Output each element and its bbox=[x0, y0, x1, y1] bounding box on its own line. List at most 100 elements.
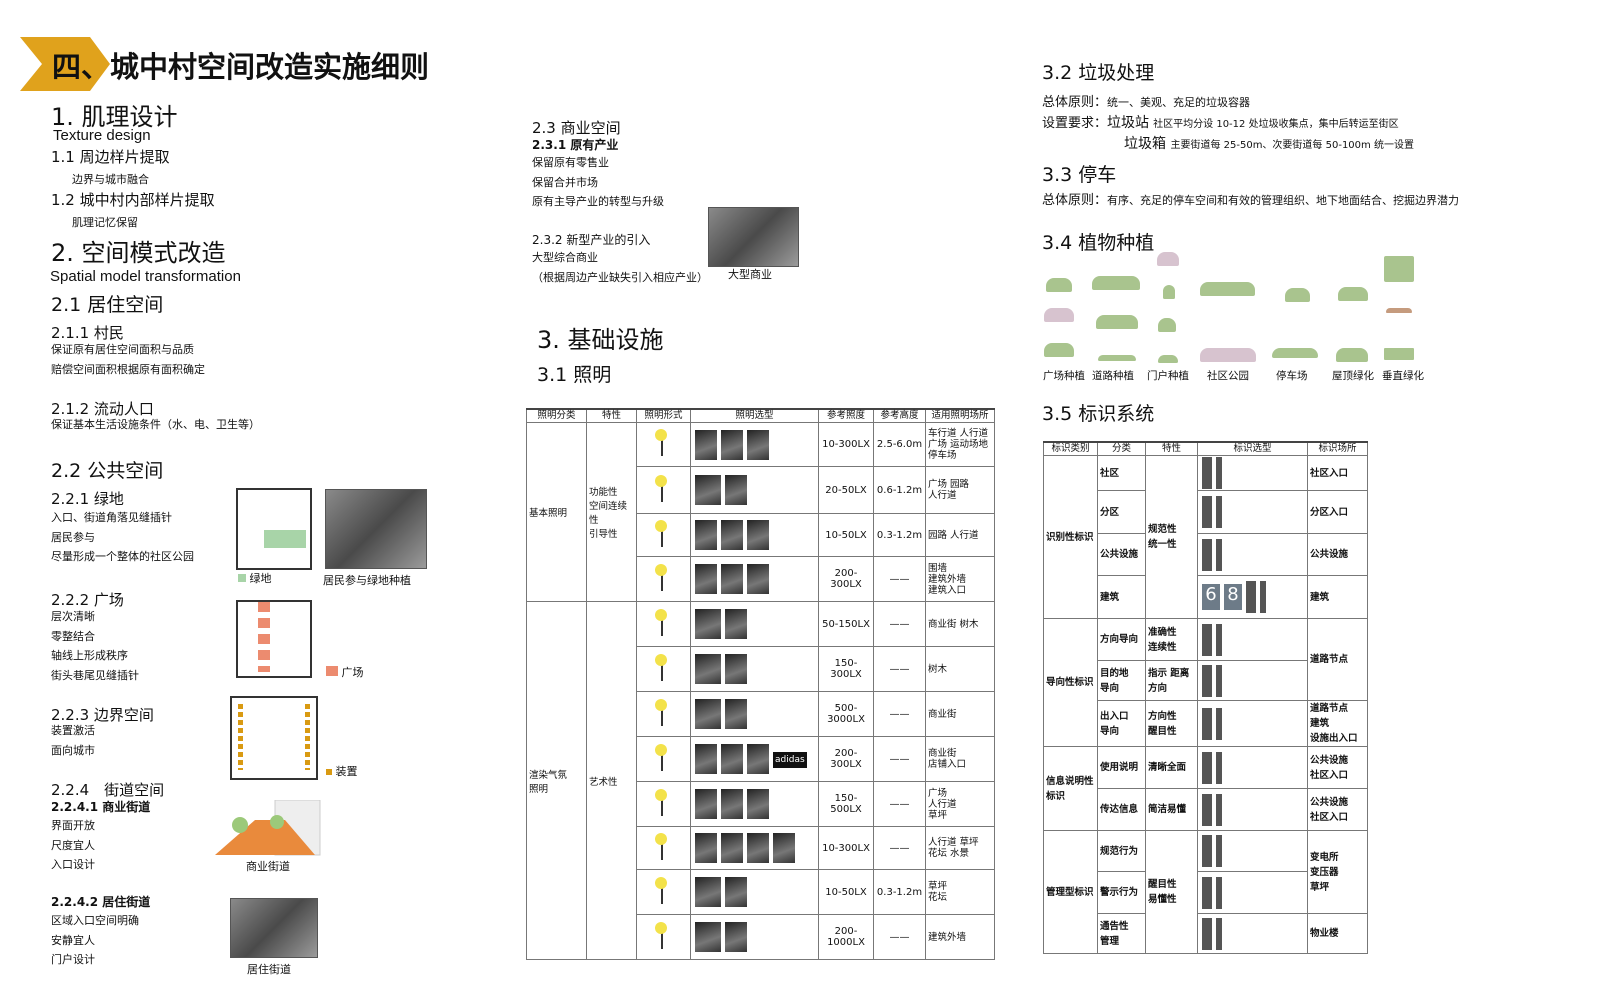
text-line: 尺度宜人 bbox=[51, 838, 95, 852]
section-3-5-heading: 3.5 标识系统 bbox=[1042, 403, 1155, 425]
column-header: 照明选型 bbox=[690, 408, 819, 423]
applicable-place: 草坪 花坛 bbox=[925, 869, 995, 915]
applicable-place: 商业街 店铺入口 bbox=[925, 736, 995, 782]
lamp-photo bbox=[721, 744, 743, 774]
plant-label: 垂直绿化 bbox=[1382, 370, 1424, 382]
sign-sample bbox=[1216, 793, 1222, 826]
sign-sample bbox=[1202, 664, 1212, 697]
column-header: 照明形式 bbox=[636, 408, 691, 423]
section-2-2-heading: 2.2 公共空间 bbox=[51, 460, 164, 482]
sign-trait: 醒目性 易懂性 bbox=[1145, 830, 1198, 954]
sign-category: 导向性标识 bbox=[1043, 618, 1098, 747]
section-1-2-text: 肌理记忆保留 bbox=[72, 216, 138, 229]
section-2-1-1-text: 保证原有居住空间面积与品质 赔偿空间面积根据原有面积确定 bbox=[51, 340, 205, 379]
lighting-samples bbox=[690, 601, 819, 647]
lighting-trait: 艺术性 bbox=[586, 601, 637, 960]
lighting-samples bbox=[690, 826, 819, 870]
section-3-2-heading: 3.2 垃圾处理 bbox=[1042, 62, 1155, 84]
section-2-heading: 2. 空间模式改造 bbox=[51, 239, 226, 267]
lamp-photo bbox=[747, 564, 769, 594]
sign-subcategory: 传达信息 bbox=[1097, 788, 1146, 831]
lighting-samples bbox=[690, 691, 819, 737]
lamp-icon bbox=[651, 920, 677, 952]
section-2-1-2-heading: 2.1.2 流动人口 bbox=[51, 400, 154, 418]
sign-sample bbox=[1202, 623, 1212, 656]
legend-label: 广场 bbox=[341, 666, 364, 679]
text-line: 面向城市 bbox=[51, 743, 95, 757]
device-legend: 装置 bbox=[326, 763, 358, 779]
section-2-3-1-text: 保留原有零售业 保留合并市场 原有主导产业的转型与升级 bbox=[532, 153, 664, 212]
reference-lux: 150-300LX bbox=[818, 646, 874, 692]
lighting-samples bbox=[690, 781, 819, 827]
lighting-form bbox=[636, 869, 691, 915]
applicable-place: 商业街 树木 bbox=[925, 601, 995, 647]
lighting-form bbox=[636, 691, 691, 737]
table-row: 200-1000LX——建筑外墙 bbox=[527, 914, 995, 960]
label: 总体原则： bbox=[1042, 193, 1108, 208]
lamp-photo bbox=[773, 833, 795, 863]
sign-sample bbox=[1216, 623, 1222, 656]
lamp-icon bbox=[651, 742, 677, 774]
sign-place: 社区入口 bbox=[1307, 455, 1368, 491]
sign-place: 分区入口 bbox=[1307, 490, 1368, 534]
signage-table: 标识类别分类特性标识选型标识场所识别性标识社区规范性 统一性社区入口分区分区入口… bbox=[1043, 441, 1368, 954]
lighting-samples bbox=[690, 556, 819, 602]
table-row: 传达信息简洁易懂公共设施 社区入口 bbox=[1044, 788, 1368, 831]
lamp-photo bbox=[695, 877, 721, 907]
text-line: 尽量形成一个整体的社区公园 bbox=[51, 550, 194, 563]
greenspace-legend: 绿地 bbox=[238, 570, 272, 586]
lamp-photo bbox=[695, 789, 717, 819]
lamp-photo bbox=[747, 744, 769, 774]
building-number-sign: 6 bbox=[1202, 584, 1220, 610]
section-1-heading: 1. 肌理设计 bbox=[51, 103, 178, 131]
section-2-3-heading: 2.3 商业空间 bbox=[532, 119, 621, 137]
plant-label: 屋顶绿化 bbox=[1332, 370, 1374, 382]
table-row: 信息说明性 标识使用说明清晰全面公共设施 社区入口 bbox=[1043, 746, 1368, 831]
page-title: 四、城中村空间改造实施细则 bbox=[52, 50, 430, 84]
lighting-form bbox=[636, 826, 691, 870]
parking-principle: 总体原则：有序、充足的停车空间和有效的管理组织、地下地面结合、挖掘边界潜力 bbox=[1042, 189, 1459, 208]
applicable-place: 广场 园路 人行道 bbox=[925, 466, 995, 514]
title-banner-arrow bbox=[20, 37, 110, 91]
table-header-row: 照明分类特性照明形式照明选型参考照度参考高度适用照明场所 bbox=[526, 408, 995, 423]
sign-subcategory: 建筑 bbox=[1097, 575, 1146, 619]
lamp-icon bbox=[651, 562, 677, 594]
applicable-place: 广场 人行道 草坪 bbox=[925, 781, 995, 827]
section-2-3-2-text: 大型综合商业 （根据周边产业缺失引入相应产业） bbox=[532, 248, 708, 287]
section-2-3-2-heading: 2.3.2 新型产业的引入 bbox=[532, 233, 651, 247]
text-line: 保留原有零售业 bbox=[532, 156, 609, 169]
section-2-1-2-text: 保证基本生活设施条件（水、电、卫生等） bbox=[51, 418, 260, 431]
section-2-subtitle: Spatial model transformation bbox=[50, 268, 241, 285]
lamp-photo bbox=[695, 744, 717, 774]
section-2-2-2-text: 层次清晰 零整结合 轴线上形成秩序 街头巷尾见缝插针 bbox=[51, 607, 139, 685]
illustration-caption: 商业街道 bbox=[246, 860, 290, 873]
photo-caption: 居民参与绿地种植 bbox=[323, 574, 411, 587]
sign-sample bbox=[1202, 496, 1212, 528]
reference-height: 0.3-1.2m bbox=[873, 869, 926, 915]
lamp-photo bbox=[747, 520, 769, 550]
section-2-2-2-heading: 2.2.2 广场 bbox=[51, 591, 124, 609]
lamp-icon bbox=[651, 787, 677, 819]
reference-lux: 150-500LX bbox=[818, 781, 874, 827]
text-line: 轴线上形成秩序 bbox=[51, 649, 128, 662]
sign-sample bbox=[1202, 793, 1212, 826]
sign-sample bbox=[1202, 876, 1212, 909]
trash-bin-requirement: 垃圾箱 主要街道每 25-50m、次要街道每 50-100m 统一设置 bbox=[1124, 133, 1414, 153]
section-2-2-4-2-heading: 2.2.4.2 居住街道 bbox=[51, 895, 151, 909]
reference-lux: 10-300LX bbox=[818, 826, 874, 870]
lighting-category: 基本照明 bbox=[526, 422, 587, 602]
text-line: 界面开放 bbox=[51, 819, 95, 832]
lamp-photo bbox=[725, 654, 747, 684]
lighting-category: 渲染气氛 照明 bbox=[526, 601, 587, 960]
boundary-plan-diagram bbox=[230, 696, 318, 780]
trash-requirement: 设置要求：垃圾站 社区平均分设 10-12 处垃圾收集点，集中后转运至街区 bbox=[1042, 112, 1399, 132]
text-line: （根据周边产业缺失引入相应产业） bbox=[532, 270, 708, 284]
table-row: 管理型标识规范行为醒目性 易懂性变电所 变压器 草坪 bbox=[1043, 830, 1368, 954]
sign-sample bbox=[1202, 707, 1212, 740]
sign-place: 物业楼 bbox=[1307, 913, 1368, 954]
lamp-photo bbox=[695, 833, 717, 863]
reference-lux: 200-300LX bbox=[818, 736, 874, 782]
reference-height: —— bbox=[873, 646, 926, 692]
